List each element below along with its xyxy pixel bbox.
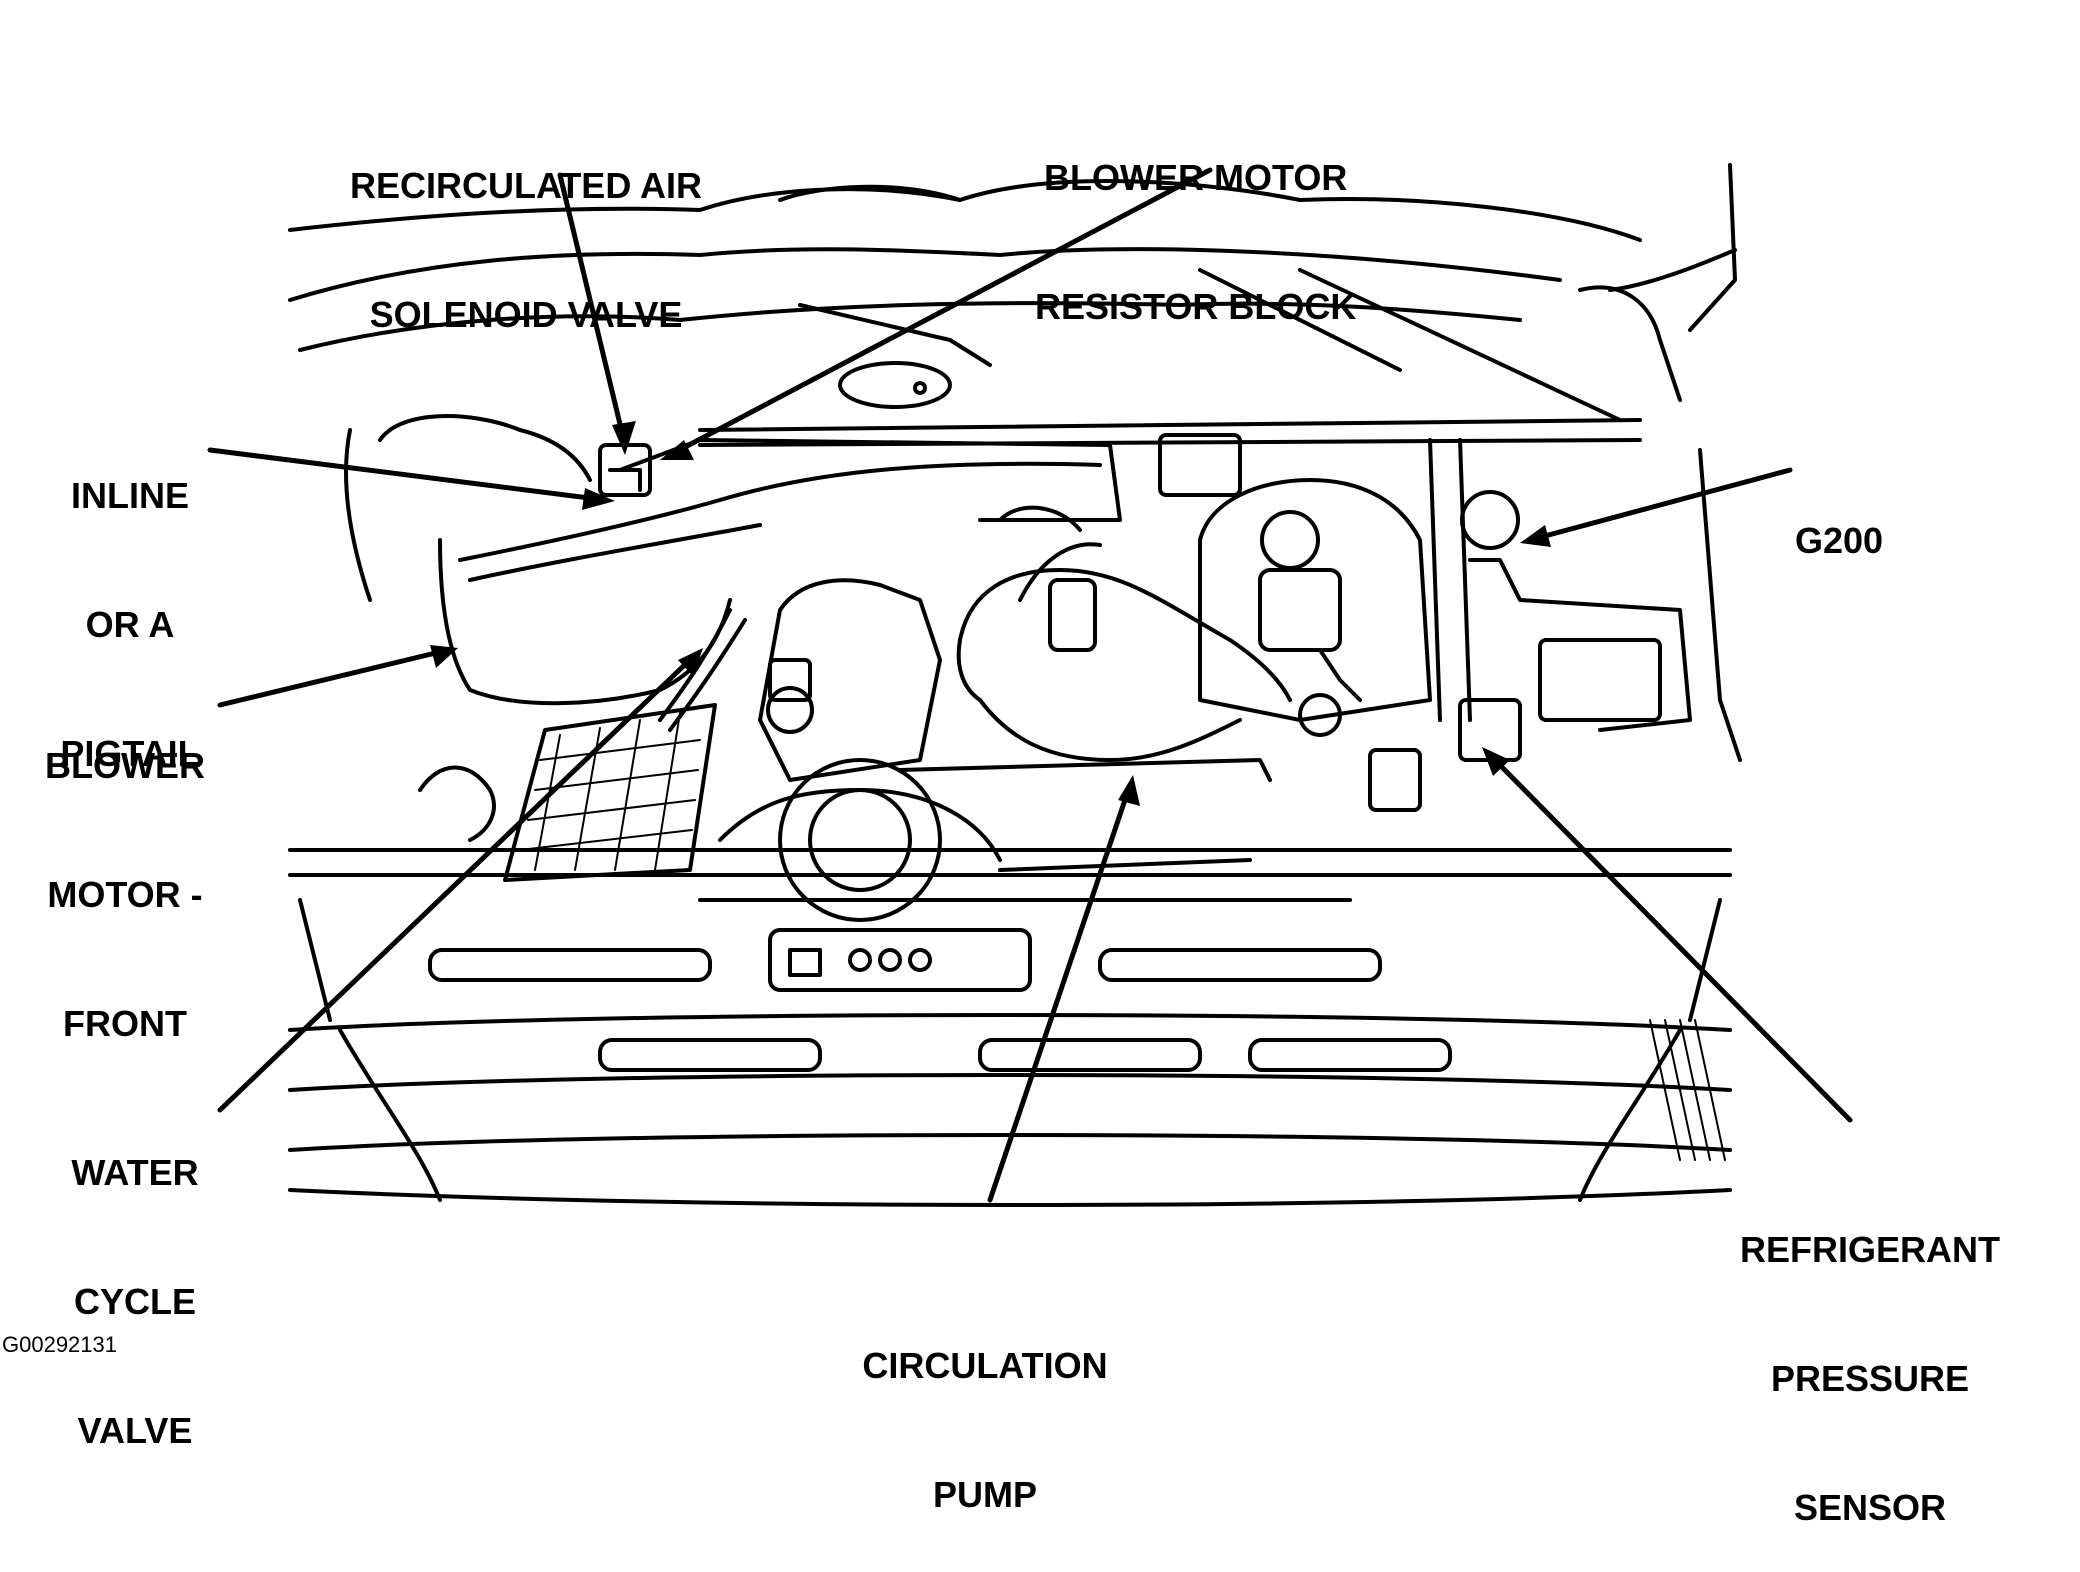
leader-blower-front [217,647,451,708]
right-side-components [1158,433,1742,762]
right-grille-hatch [1649,1019,1726,1161]
cowl-and-wipers [698,268,1642,447]
left-fender-area [344,414,1122,706]
leader-lines [207,167,1853,1203]
leader-circulation [987,782,1133,1203]
arrowheads [430,421,1551,806]
label-inline-or-a-pigtail: INLINE OR A PIGTAIL [60,475,200,774]
hood-outline [288,163,1737,422]
figure-code: G00292131 [2,1332,117,1357]
radiator-support [288,848,1732,1072]
engine-compartment-diagram: RECIRCULATED AIR SOLENOID VALVE BLOWER M… [2,157,2000,1528]
fuse-box [503,703,717,882]
leader-g200 [1527,467,1793,543]
label-blower-motor-resistor-block: BLOWER MOTOR RESISTOR BLOCK [1035,157,1357,327]
label-recirculated-air-solenoid-valve: RECIRCULATED AIR SOLENOID VALVE [350,165,702,335]
label-blower-motor-front: BLOWER MOTOR - FRONT [45,745,205,1044]
hoses [418,608,747,842]
engine-block [718,578,1272,922]
label-g200: G200 [1795,520,1884,561]
label-refrigerant-pressure-sensor: REFRIGERANT PRESSURE SENSOR [1740,1229,2000,1528]
leader-water-cycle [217,652,698,1113]
brake-booster [1198,478,1432,812]
leader-inline-pigtail [207,447,608,503]
label-circulation-pump: CIRCULATION PUMP [862,1345,1108,1515]
leader-recirculated-air [557,172,628,448]
engine-drawing [207,163,1853,1207]
leader-refrigerant [1487,752,1853,1123]
label-water-cycle-valve: WATER CYCLE VALVE [71,1152,199,1451]
front-bumper [288,898,1732,1207]
intake-tube [956,505,1292,762]
leader-blower-resistor [667,167,1213,458]
